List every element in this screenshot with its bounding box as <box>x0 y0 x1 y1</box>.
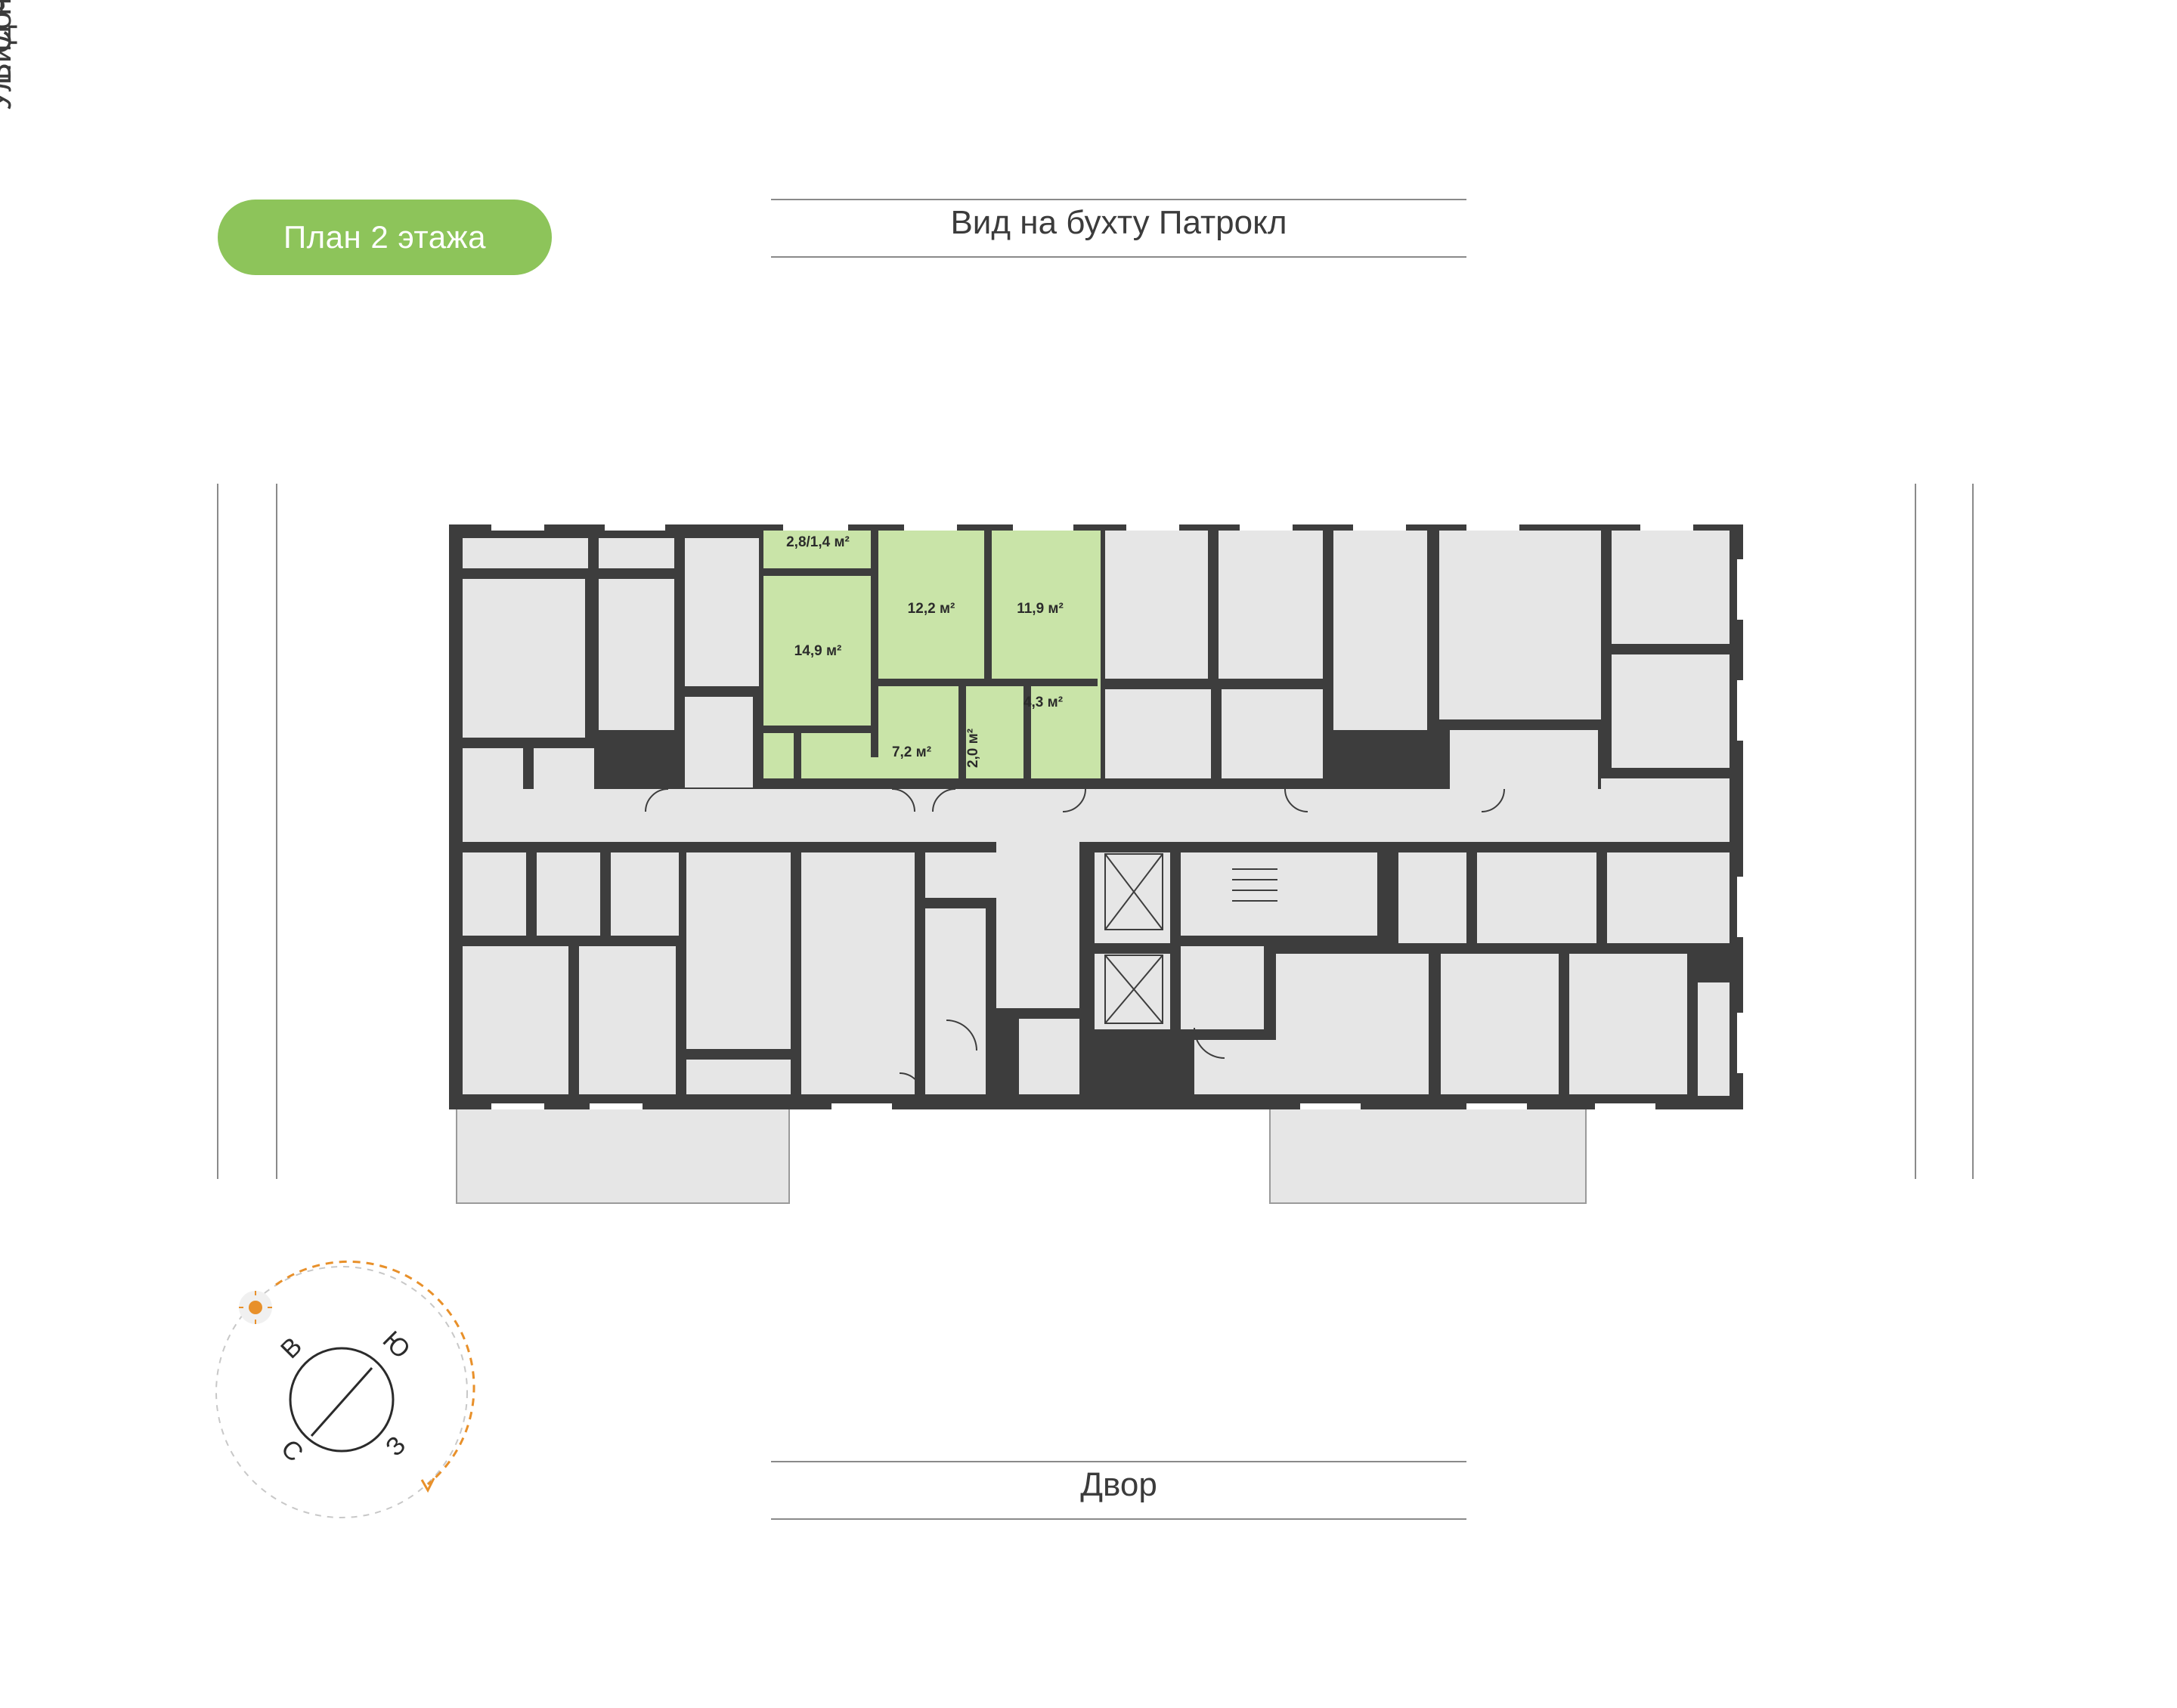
elevator-shafts <box>1104 853 1163 1024</box>
door-swings <box>645 788 1505 1095</box>
view-label-right: Вид на лес <box>0 0 18 85</box>
sun-icon <box>249 1301 262 1314</box>
area-bathroom: 4,3 м² <box>1023 695 1064 710</box>
bottom-balconies <box>456 1107 1587 1204</box>
area-room-3: 11,9 м² <box>1017 601 1064 617</box>
compass-needle <box>310 1367 373 1437</box>
windows <box>491 524 1743 1109</box>
area-room-2: 12,2 м² <box>907 601 955 617</box>
view-label-top: Вид на бухту Патрокл <box>950 204 1287 241</box>
view-label-bottom: Двор <box>1080 1466 1157 1503</box>
area-room-1: 14,9 м² <box>794 643 842 659</box>
area-hall: 7,2 м² <box>891 744 932 760</box>
sun-path-arrow-icon <box>420 1477 435 1493</box>
stairs <box>1232 868 1277 902</box>
compass-inner-circle <box>289 1347 395 1453</box>
compass <box>215 1260 475 1518</box>
view-frame-lines <box>217 199 1974 1520</box>
sun-path-arc <box>275 1260 475 1486</box>
area-balcony: 2,8/1,4 м² <box>786 534 850 550</box>
area-toilet: 2,0 м² <box>965 728 981 769</box>
floor-badge: План 2 этажа <box>218 200 552 275</box>
sun-rays-icon <box>239 1291 272 1324</box>
rooms <box>463 531 1730 1096</box>
compass-outer-ring <box>215 1266 468 1518</box>
apartment-walls <box>763 531 1098 778</box>
